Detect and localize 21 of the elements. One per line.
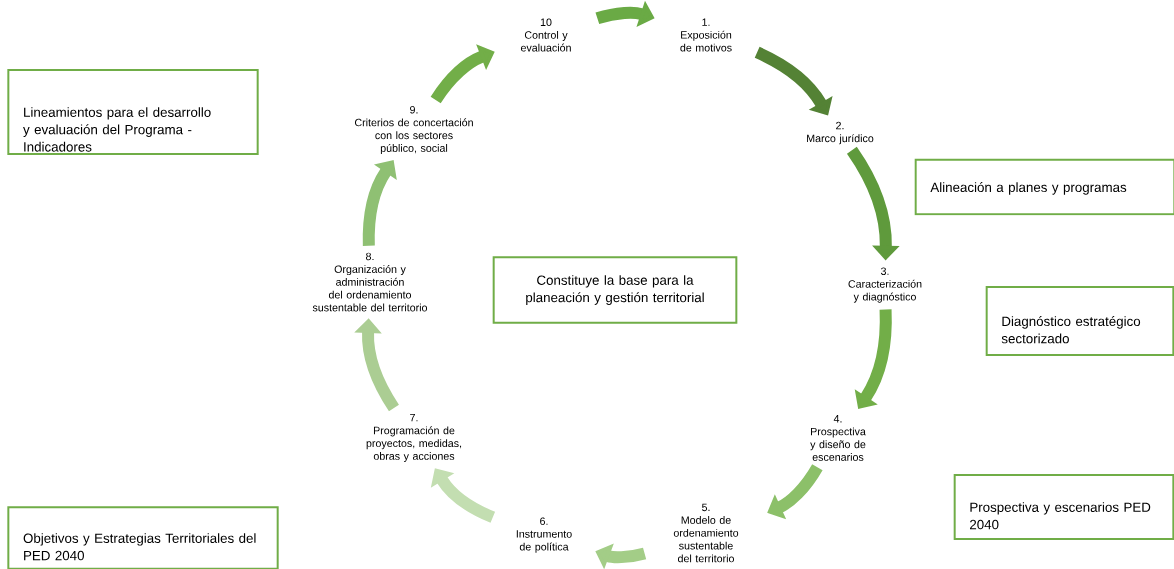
arrow [430, 44, 495, 104]
text-box: Objetivos y Estrategias Territoriales del PED 2040 [7, 506, 279, 569]
text-box: Alineación a planes y programas [914, 158, 1174, 216]
arrow [362, 160, 397, 246]
step-label: 3. Caracterización y diagnóstico [848, 267, 922, 303]
text-box: Prospectiva y escenarios PED 2040 [953, 474, 1174, 540]
arrow [767, 464, 823, 520]
step-label: 1. Exposición de motivos [680, 18, 732, 52]
step-label: 2. Marco jurídico [807, 121, 874, 145]
text-box: Lineamientos para el desarrollo y evaluación del Programa - Indicadores [7, 69, 259, 155]
arrow [430, 468, 496, 523]
step-label: 7. Programación de proyectos, medidas, obras y acciones [366, 414, 462, 462]
step-label: 4. Prospectiva y diseño de escenarios [810, 415, 866, 461]
text-box: Diagnóstico estratégico sectorizado [985, 286, 1174, 356]
step-label: 10 Control y evaluación [520, 18, 571, 52]
text-box: Constituye la base para la planeación y gestión territorial [492, 256, 738, 324]
step-label: 9. Criterios de concertación con los sectores público, social [354, 106, 473, 155]
step-label: 5. Modelo de ordenamiento sustentable del territorio [673, 503, 739, 563]
arrow [754, 46, 833, 116]
step-label: 6. Instrumento de política [516, 517, 572, 553]
step-label: 8. Organización y administración del ordenamiento sustentable del territorio [312, 252, 428, 312]
